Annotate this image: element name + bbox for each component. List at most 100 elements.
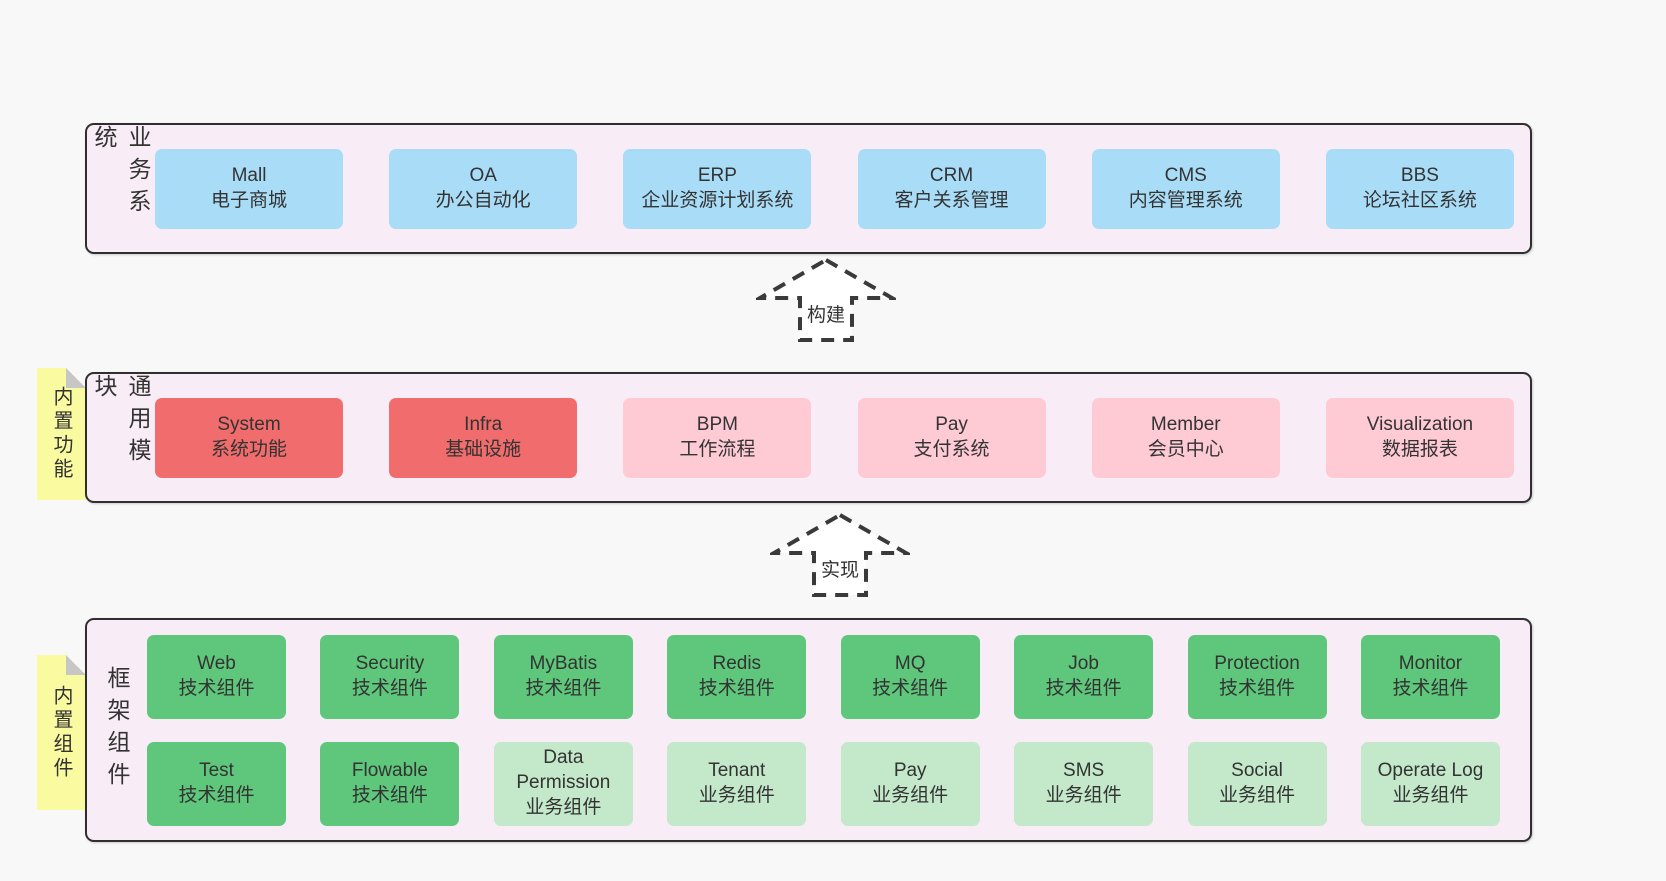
box-subtitle: 业务组件 [1392, 784, 1469, 806]
box-bpm: BPM 工作流程 [623, 397, 812, 478]
box-title: Member [1150, 413, 1221, 435]
box-title: CMS [1164, 164, 1207, 186]
box-title: CRM [929, 164, 974, 186]
box-subtitle: 技术组件 [1392, 677, 1469, 699]
layer-label-text: 通用模块 [91, 374, 151, 470]
box-sms: SMS 业务组件 [1014, 741, 1154, 826]
layer-label-business: 业务系统 [87, 125, 155, 252]
box-subtitle: 业务组件 [1045, 784, 1122, 806]
box-subtitle: 系统功能 [210, 438, 287, 460]
box-title: Mall [231, 164, 267, 186]
box-job: Job 技术组件 [1014, 634, 1154, 719]
box-subtitle: 技术组件 [1219, 677, 1296, 699]
box-subtitle: 技术组件 [872, 677, 949, 699]
note-fold-corner [66, 655, 86, 675]
note-builtin-components: 内置组件 [37, 655, 86, 810]
box-data-permission: Data Permission 业务组件 [493, 741, 633, 826]
box-title: Tenant [708, 759, 766, 781]
box-subtitle: 技术组件 [1045, 677, 1122, 699]
implement-arrow: 实现 [766, 511, 914, 599]
box-security: Security 技术组件 [320, 634, 460, 719]
layer-label-text: 框架组件 [104, 666, 130, 794]
box-monitor: Monitor 技术组件 [1360, 634, 1500, 719]
note-text: 内置功能 [50, 386, 72, 482]
box-subtitle: 业务组件 [698, 784, 775, 806]
box-subtitle: 技术组件 [178, 677, 255, 699]
box-title: Operate Log [1377, 759, 1484, 781]
box-operate-log: Operate Log 业务组件 [1360, 741, 1500, 826]
box-title: Job [1068, 652, 1099, 674]
box-mall: Mall 电子商城 [155, 148, 343, 229]
box-title: Monitor [1398, 652, 1463, 674]
box-title: Pay [893, 759, 927, 781]
box-title: Test [199, 759, 234, 781]
box-test: Test 技术组件 [147, 741, 286, 826]
box-title: Infra [464, 413, 503, 435]
box-subtitle: 工作流程 [679, 438, 756, 460]
box-title: BPM [696, 413, 738, 435]
box-title: System [217, 413, 281, 435]
build-arrow-label: 构建 [804, 300, 848, 327]
box-subtitle: 业务组件 [1219, 784, 1296, 806]
layer-label-text: 业务系统 [91, 125, 151, 221]
box-infra: Infra 基础设施 [389, 397, 578, 478]
box-mybatis: MyBatis 技术组件 [493, 634, 633, 719]
box-member: Member 会员中心 [1091, 397, 1280, 478]
box-title: MyBatis [529, 652, 598, 674]
box-tenant: Tenant 业务组件 [667, 741, 807, 826]
box-redis: Redis 技术组件 [667, 634, 807, 719]
layer-common-modules: 通用模块 System 系统功能 Infra 基础设施 BPM 工作流程 Pay… [85, 372, 1532, 503]
note-text: 内置组件 [50, 684, 72, 781]
layer-business-content: Mall 电子商城 OA 办公自动化 ERP 企业资源计划系统 CRM 客户关系… [155, 125, 1530, 252]
layer-modules-content: System 系统功能 Infra 基础设施 BPM 工作流程 Pay 支付系统… [155, 374, 1530, 501]
box-subtitle: 业务组件 [872, 784, 949, 806]
box-protection: Protection 技术组件 [1187, 634, 1327, 719]
box-bbs: BBS 论坛社区系统 [1325, 148, 1514, 229]
box-title: Protection [1214, 652, 1300, 674]
box-subtitle: 企业资源计划系统 [641, 189, 794, 211]
box-title: Redis [712, 652, 762, 674]
box-title: Web [197, 652, 236, 674]
box-subtitle: 论坛社区系统 [1362, 189, 1477, 211]
layer-business-systems: 业务系统 Mall 电子商城 OA 办公自动化 ERP 企业资源计划系统 CRM… [85, 123, 1532, 254]
box-subtitle: 基础设施 [445, 438, 522, 460]
box-pay-business: Pay 业务组件 [840, 741, 980, 826]
box-cms: CMS 内容管理系统 [1091, 148, 1280, 229]
box-subtitle: 数据报表 [1381, 438, 1458, 460]
box-pay: Pay 支付系统 [857, 397, 1046, 478]
layer-framework-components: 框架组件 Web 技术组件 Security 技术组件 MyBatis 技术组件… [85, 618, 1532, 842]
box-title: MQ [894, 652, 926, 674]
box-title: SMS [1063, 759, 1105, 781]
box-web: Web 技术组件 [147, 634, 286, 719]
framework-row-2: Test 技术组件 Flowable 技术组件 Data Permission … [147, 741, 1500, 826]
framework-row-1: Web 技术组件 Security 技术组件 MyBatis 技术组件 Redi… [147, 634, 1500, 719]
box-title: Security [355, 652, 425, 674]
box-erp: ERP 企业资源计划系统 [623, 148, 812, 229]
layer-label-framework: 框架组件 [87, 620, 147, 840]
box-oa: OA 办公自动化 [389, 148, 578, 229]
note-fold-corner [66, 368, 86, 388]
box-title: Pay [935, 413, 968, 435]
box-subtitle: 客户关系管理 [894, 189, 1009, 211]
box-title: Visualization [1366, 413, 1474, 435]
box-flowable: Flowable 技术组件 [320, 741, 460, 826]
layer-framework-content: Web 技术组件 Security 技术组件 MyBatis 技术组件 Redi… [147, 620, 1530, 840]
box-title: ERP [697, 164, 737, 186]
box-visualization: Visualization 数据报表 [1325, 397, 1514, 478]
build-arrow: 构建 [752, 256, 900, 344]
box-subtitle: 电子商城 [210, 189, 287, 211]
box-mq: MQ 技术组件 [840, 634, 980, 719]
box-subtitle: 支付系统 [913, 438, 990, 460]
box-crm: CRM 客户关系管理 [857, 148, 1046, 229]
box-title: Social [1231, 759, 1283, 781]
box-social: Social 业务组件 [1187, 741, 1327, 826]
box-subtitle: 会员中心 [1147, 438, 1224, 460]
box-system: System 系统功能 [155, 397, 343, 478]
box-title: BBS [1400, 164, 1439, 186]
box-subtitle: 内容管理系统 [1128, 189, 1243, 211]
note-builtin-features: 内置功能 [37, 368, 86, 500]
implement-arrow-label: 实现 [818, 555, 862, 582]
box-subtitle: 技术组件 [525, 677, 602, 699]
box-subtitle: 技术组件 [698, 677, 775, 699]
box-title: OA [469, 164, 497, 186]
